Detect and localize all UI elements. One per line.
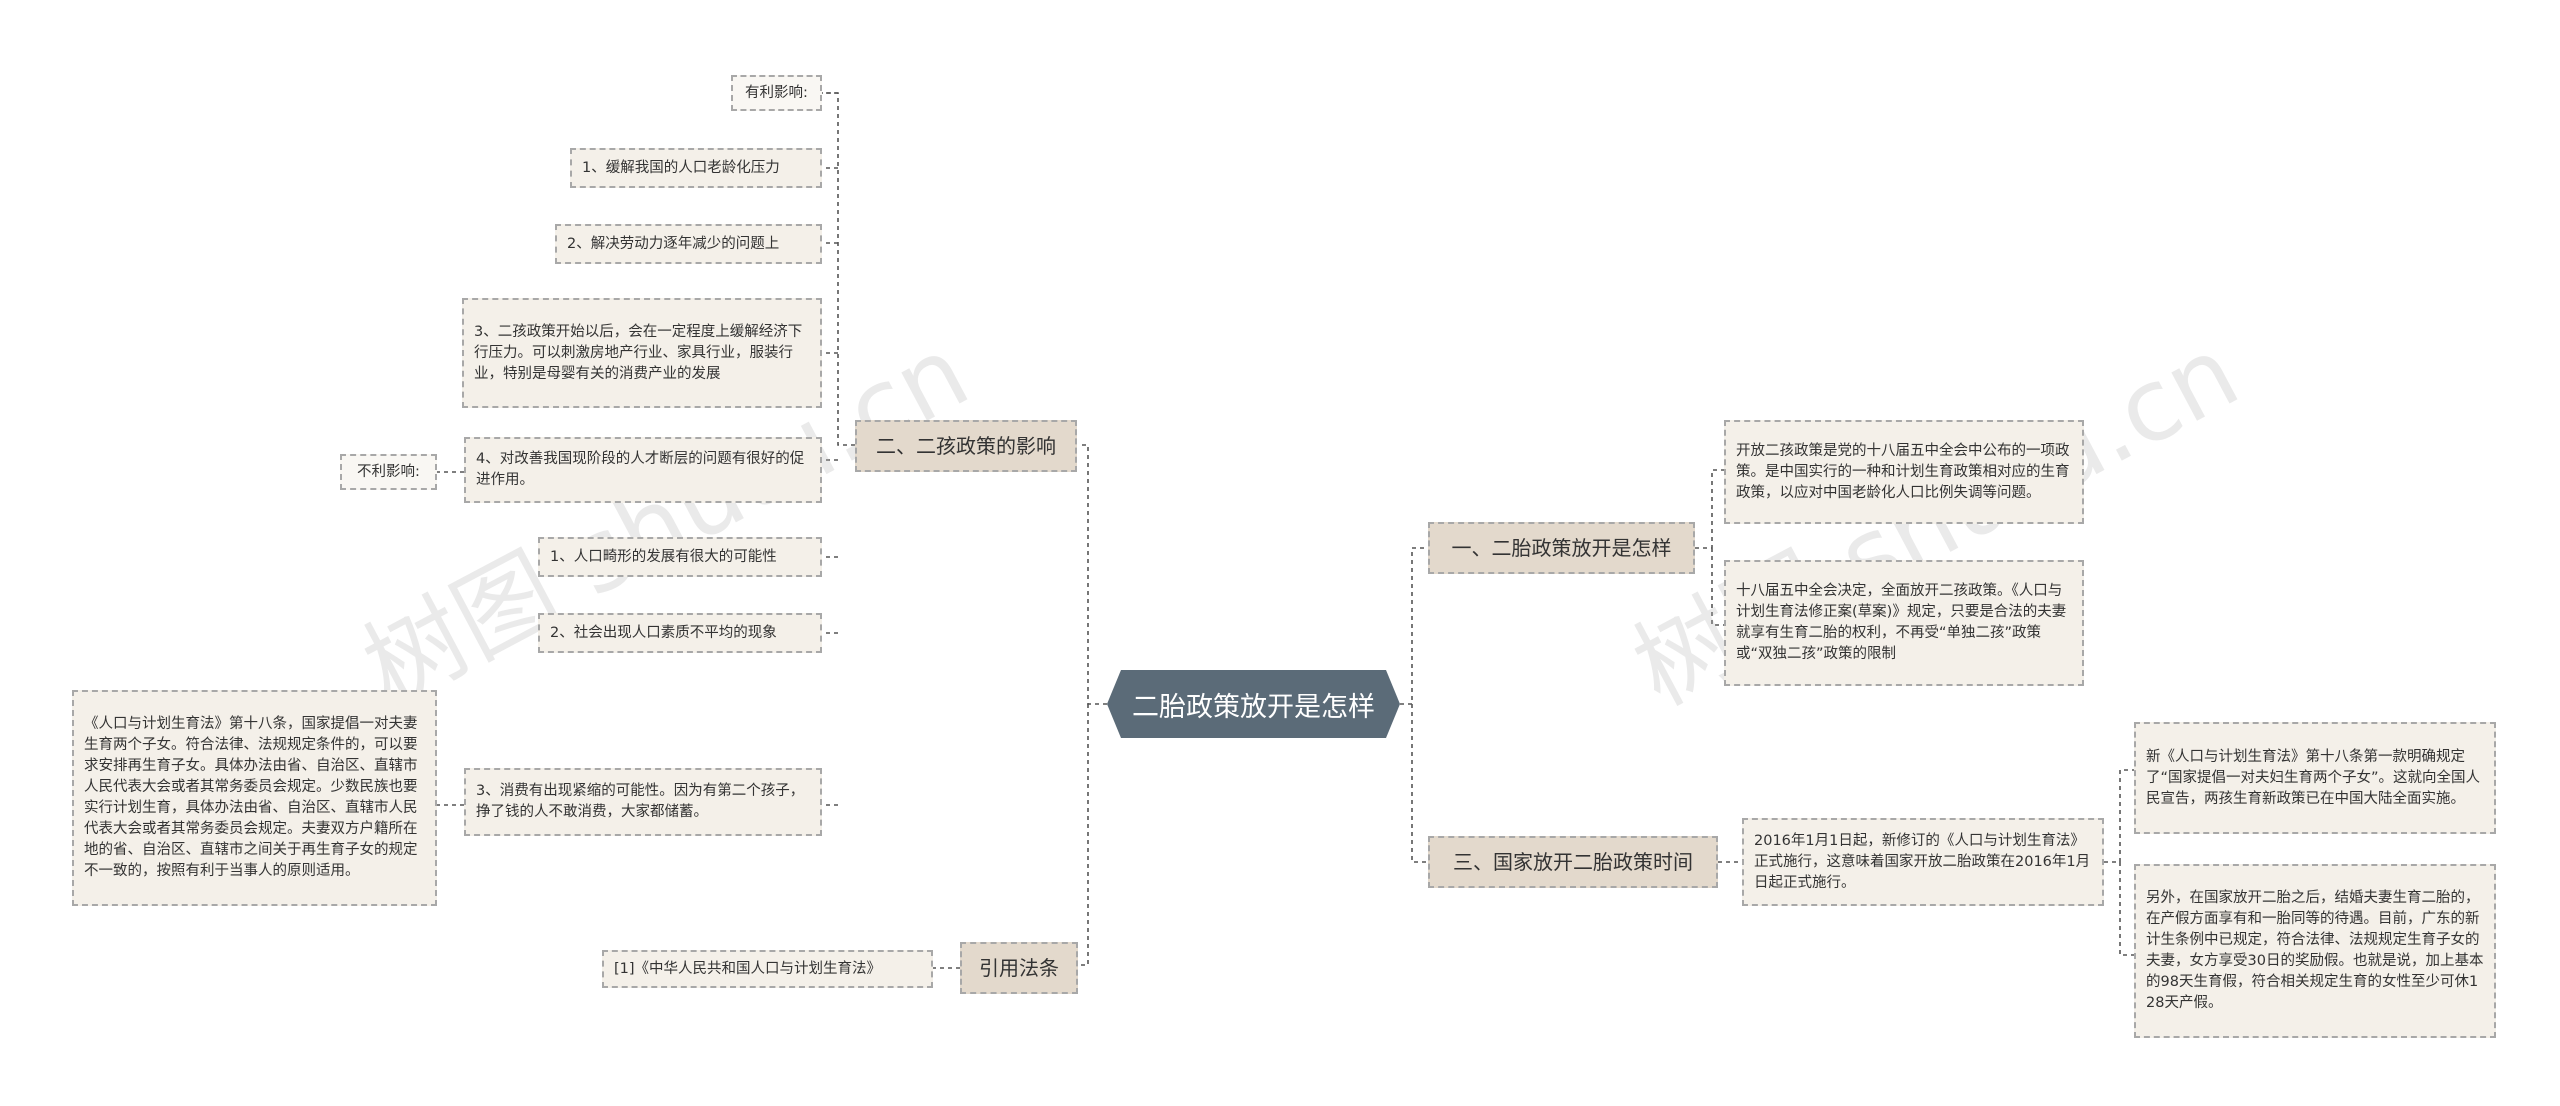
good-impact-item-2-text: 2、解决劳动力逐年减少的问题上 [567, 235, 780, 252]
branch-what-is-policy-label: 一、二胎政策放开是怎样 [1451, 536, 1672, 560]
branch-impact[interactable]: 二、二孩政策的影响 [855, 420, 1077, 472]
bad-impact-item-3-text: 3、消费有出现紧缩的可能性。因为有第二个孩子，挣了钱的人不敢消费，大家都储蓄。 [476, 783, 805, 820]
policy-time-item-1-text: 2016年1月1日起，新修订的《人口与计划生育法》正式施行，这意味着国家开放二胎… [1754, 832, 2091, 891]
good-impact-tag[interactable]: 有利影响: [731, 75, 822, 111]
bad-impact-item-1-text: 1、人口畸形的发展有很大的可能性 [550, 548, 777, 565]
good-impact-item-1[interactable]: 1、缓解我国的人口老龄化压力 [570, 148, 822, 188]
policy-item-1[interactable]: 开放二孩政策是党的十八届五中全会中公布的一项政策。是中国实行的一种和计划生育政策… [1724, 420, 2084, 524]
policy-item-2-text: 十八届五中全会决定，全面放开二孩政策。《人口与计划生育法修正案(草案)》规定，只… [1736, 583, 2067, 662]
link-r3a-items [2104, 769, 2134, 956]
bad-impact-item-2-text: 2、社会出现人口素质不平均的现象 [550, 624, 777, 641]
policy-item-1-text: 开放二孩政策是党的十八届五中全会中公布的一项政策。是中国实行的一种和计划生育政策… [1736, 442, 2070, 501]
good-impact-item-4[interactable]: 4、对改善我国现阶段的人才断层的问题有很好的促进作用。 [464, 437, 822, 503]
bad-impact-item-2[interactable]: 2、社会出现人口素质不平均的现象 [538, 613, 822, 653]
link-root-b2 [1078, 444, 1107, 705]
root-label: 二胎政策放开是怎样 [1132, 691, 1375, 723]
policy-time-item-1[interactable]: 2016年1月1日起，新修订的《人口与计划生育法》正式施行，这意味着国家开放二胎… [1742, 818, 2104, 906]
policy-time-detail-2[interactable]: 另外，在国家放开二胎之后，结婚夫妻生育二胎的，在产假方面享有和一胎同等的待遇。目… [2134, 864, 2496, 1038]
root-shape [1107, 670, 1400, 738]
branch-policy-time-label: 三、国家放开二胎政策时间 [1453, 850, 1693, 874]
branch-references-label: 引用法条 [979, 956, 1059, 980]
law-article-note[interactable]: 《人口与计划生育法》第十八条，国家提倡一对夫妻生育两个子女。符合法律、法规规定条… [72, 690, 437, 906]
good-impact-tag-label: 有利影响: [745, 84, 808, 101]
bad-impact-tag-label: 不利影响: [357, 463, 420, 480]
branch-references[interactable]: 引用法条 [960, 942, 1078, 994]
policy-time-detail-2-text: 另外，在国家放开二胎之后，结婚夫妻生育二胎的，在产假方面享有和一胎同等的待遇。目… [2146, 890, 2484, 1011]
root-node[interactable]: 二胎政策放开是怎样 [1107, 670, 1400, 738]
reference-item-1[interactable]: [1]《中华人民共和国人口与计划生育法》 [602, 950, 933, 988]
good-impact-item-1-text: 1、缓解我国的人口老龄化压力 [582, 159, 780, 176]
link-root-b4 [1078, 704, 1089, 966]
bad-impact-item-1[interactable]: 1、人口畸形的发展有很大的可能性 [538, 537, 822, 577]
bad-impact-item-3[interactable]: 3、消费有出现紧缩的可能性。因为有第二个孩子，挣了钱的人不敢消费，大家都储蓄。 [464, 768, 822, 836]
good-impact-item-2[interactable]: 2、解决劳动力逐年减少的问题上 [555, 224, 822, 264]
link-b2-items [822, 92, 855, 806]
branch-impact-label: 二、二孩政策的影响 [876, 434, 1056, 458]
link-root-b1 [1400, 547, 1428, 705]
policy-item-2[interactable]: 十八届五中全会决定，全面放开二孩政策。《人口与计划生育法修正案(草案)》规定，只… [1724, 560, 2084, 686]
branch-what-is-policy[interactable]: 一、二胎政策放开是怎样 [1428, 522, 1695, 574]
link-root-b3 [1411, 704, 1428, 863]
link-b1-items [1695, 469, 1724, 626]
branch-policy-time[interactable]: 三、国家放开二胎政策时间 [1428, 836, 1718, 888]
good-impact-item-3-text: 3、二孩政策开始以后，会在一定程度上缓解经济下行压力。可以刺激房地产行业、家具行… [474, 323, 803, 382]
reference-item-1-text: [1]《中华人民共和国人口与计划生育法》 [614, 960, 882, 977]
policy-time-detail-1-text: 新《人口与计划生育法》第十八条第一款明确规定了“国家提倡一对夫妇生育两个子女”。… [2146, 748, 2481, 807]
bad-impact-tag[interactable]: 不利影响: [340, 454, 437, 490]
good-impact-item-3[interactable]: 3、二孩政策开始以后，会在一定程度上缓解经济下行压力。可以刺激房地产行业、家具行… [462, 298, 822, 408]
good-impact-item-4-text: 4、对改善我国现阶段的人才断层的问题有很好的促进作用。 [476, 451, 805, 488]
policy-time-detail-1[interactable]: 新《人口与计划生育法》第十八条第一款明确规定了“国家提倡一对夫妇生育两个子女”。… [2134, 722, 2496, 834]
law-article-note-text: 《人口与计划生育法》第十八条，国家提倡一对夫妻生育两个子女。符合法律、法规规定条… [84, 716, 418, 879]
